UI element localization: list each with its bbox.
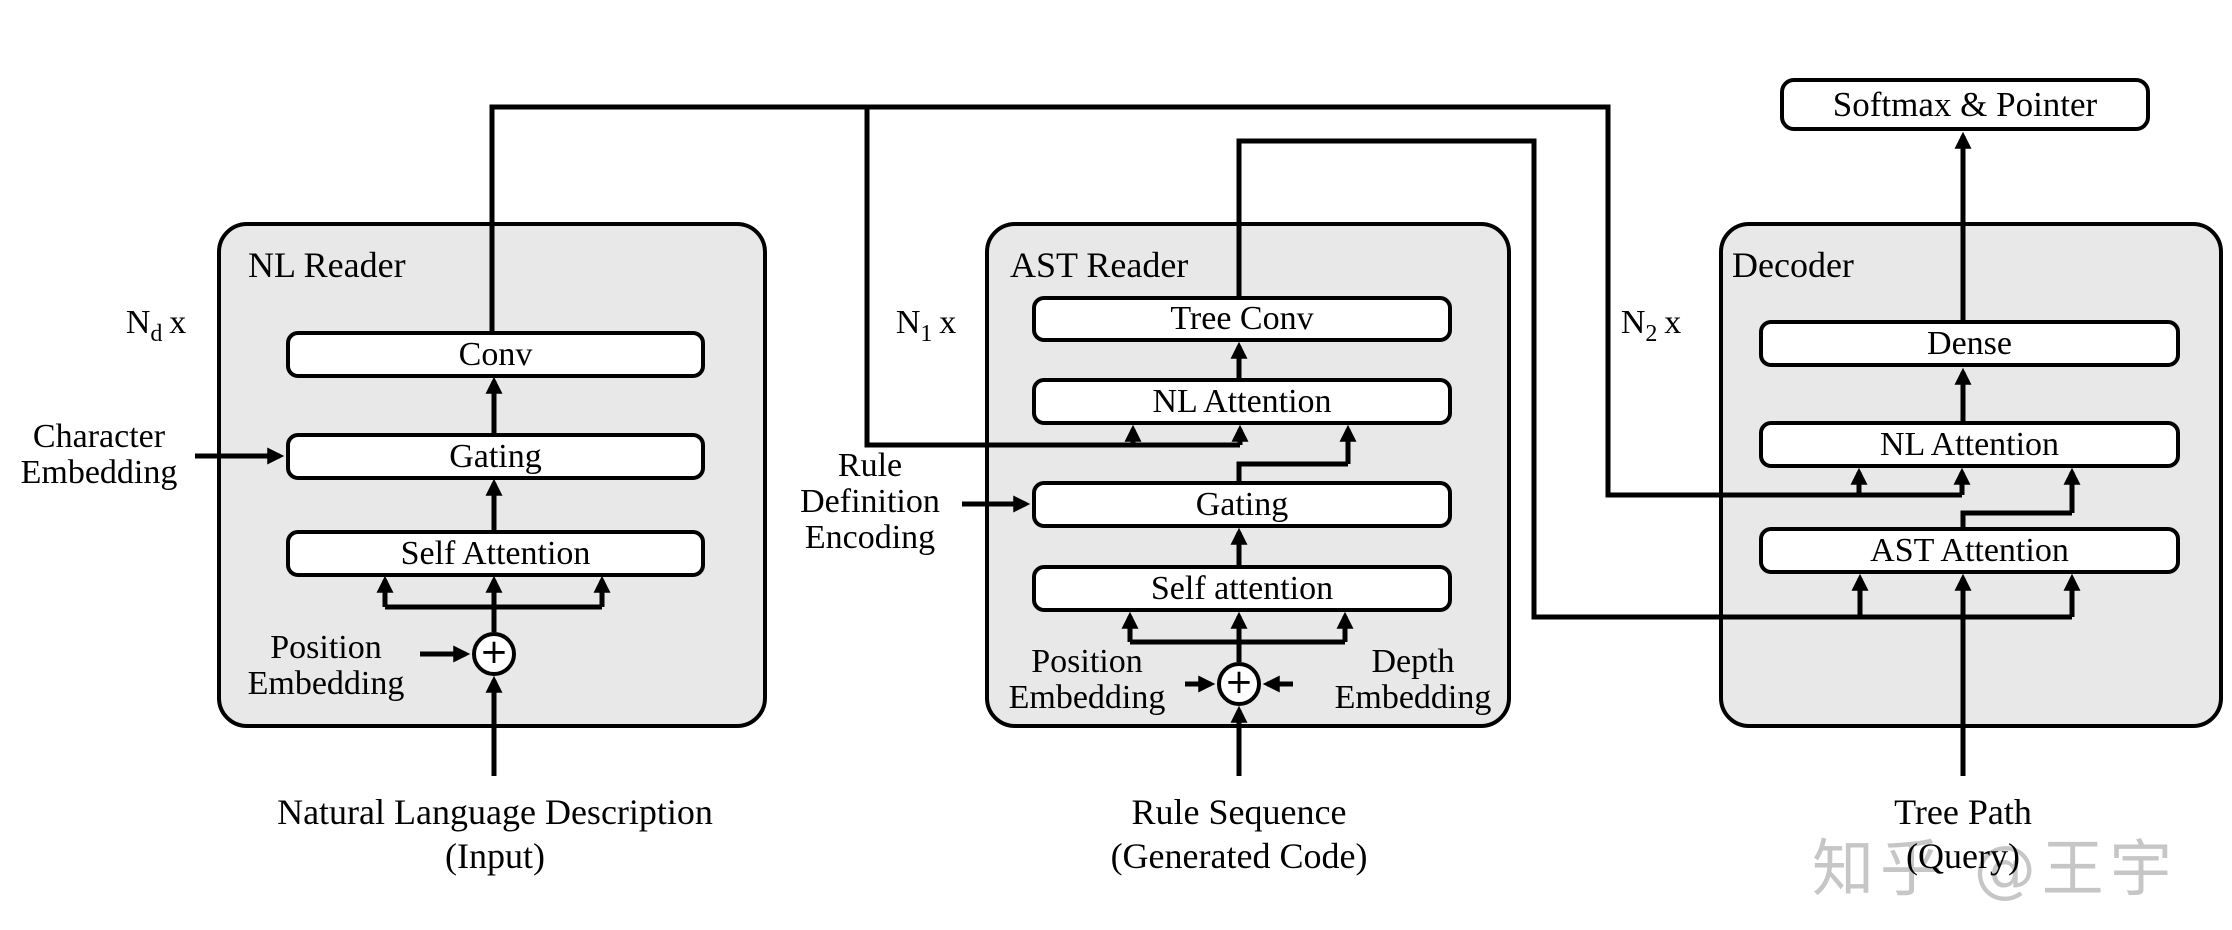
wire-ast-gating-elbow (1236, 461, 1348, 481)
repeat-base: N (1620, 304, 1646, 341)
block-gating-nl-label: Gating (449, 437, 542, 475)
watermark: 知乎 @王宇 (1812, 832, 2178, 905)
ast-input-line1: Rule Sequence (1131, 792, 1347, 832)
block-gating-ast: Gating (1032, 481, 1452, 528)
nl-reader-title: NL Reader (248, 245, 406, 285)
block-nl-attention-ast: NL Attention (1032, 378, 1452, 425)
block-nl-attention-decoder: NL Attention (1759, 421, 2180, 468)
repeat-base: N (125, 304, 151, 341)
block-dense-label: Dense (1927, 324, 2012, 362)
pos-embedding-nl-line2: Embedding (247, 665, 405, 702)
nl-input-label: Natural Language Description (Input) (215, 790, 775, 878)
repeat-sub: 2 (1645, 321, 1658, 347)
depth-embedding-line1: Depth (1371, 643, 1455, 680)
decoder-panel (1719, 222, 2223, 728)
block-nl-attention-decoder-label: NL Attention (1879, 425, 2060, 463)
repeat-times: x (939, 304, 957, 341)
repeat-label-decoder: N2 x (1608, 304, 1694, 348)
softmax-pointer-block: Softmax & Pointer (1780, 78, 2150, 131)
arrow-wires (195, 131, 2081, 776)
rule-encoding-line3: Encoding (804, 519, 936, 556)
char-embedding-label: Character Embedding (0, 419, 198, 491)
block-gating-ast-label: Gating (1195, 485, 1289, 523)
decoder-input-label: Tree Path (Query) (1683, 790, 2232, 878)
wire-decoder-astattention-elbow (1960, 510, 2072, 527)
wire-nl-encoding-branch-to-ast (864, 107, 1240, 448)
pos-embedding-ast-label: Position Embedding (997, 644, 1177, 716)
block-dense: Dense (1759, 320, 2180, 367)
repeat-times: x (1664, 304, 1682, 341)
block-conv-label: Conv (458, 335, 533, 373)
decoder-input-line2: (Query) (1906, 836, 2020, 876)
add-icon-ast: + (1217, 662, 1261, 706)
pos-embedding-ast-line1: Position (1031, 643, 1143, 680)
block-self-attention-ast-label: Self attention (1150, 569, 1334, 607)
block-self-attention-ast: Self attention (1032, 565, 1452, 612)
char-embedding-line2: Embedding (20, 454, 178, 491)
repeat-sub: 1 (920, 321, 933, 347)
nl-input-line2: (Input) (445, 836, 545, 876)
ast-input-label: Rule Sequence (Generated Code) (959, 790, 1519, 878)
decoder-title: Decoder (1732, 245, 1854, 285)
block-self-attention-nl: Self Attention (286, 530, 705, 577)
wire-tree-path-query (1960, 614, 2072, 776)
repeat-base: N (895, 304, 921, 341)
rule-encoding-line2: Definition (800, 483, 940, 520)
block-ast-attention-label: AST Attention (1870, 531, 2069, 569)
pos-embedding-nl-line1: Position (270, 629, 382, 666)
block-self-attention-nl-label: Self Attention (400, 534, 591, 572)
pos-embedding-ast-line2: Embedding (1008, 679, 1166, 716)
softmax-pointer-label: Softmax & Pointer (1832, 84, 2098, 124)
depth-embedding-label: Depth Embedding (1320, 644, 1506, 716)
ast-reader-title: AST Reader (1010, 245, 1189, 285)
repeat-times: x (169, 304, 187, 341)
repeat-label-ast: N1 x (886, 304, 966, 348)
plus-icon: + (479, 632, 509, 672)
add-icon-nl: + (472, 632, 516, 676)
nl-input-line1: Natural Language Description (277, 792, 713, 832)
block-tree-conv: Tree Conv (1032, 296, 1452, 342)
pos-embedding-nl-label: Position Embedding (238, 630, 414, 702)
plus-icon: + (1224, 662, 1254, 702)
block-ast-attention: AST Attention (1759, 527, 2180, 574)
rule-definition-encoding-label: Rule Definition Encoding (780, 448, 960, 556)
char-embedding-line1: Character (32, 418, 166, 455)
block-gating-nl: Gating (286, 433, 705, 480)
depth-embedding-line2: Embedding (1334, 679, 1492, 716)
rule-encoding-line1: Rule (837, 447, 903, 484)
decoder-input-line1: Tree Path (1894, 792, 2032, 832)
block-nl-attention-ast-label: NL Attention (1152, 382, 1332, 420)
block-tree-conv-label: Tree Conv (1170, 300, 1314, 337)
ast-input-line2: (Generated Code) (1110, 836, 1368, 876)
repeat-sub: d (150, 321, 163, 347)
repeat-label-nl: Nd x (118, 304, 194, 348)
block-conv: Conv (286, 331, 705, 378)
wire-nl-encoding-route (489, 104, 1962, 498)
wire-ast-encoding-route (1236, 138, 1963, 620)
